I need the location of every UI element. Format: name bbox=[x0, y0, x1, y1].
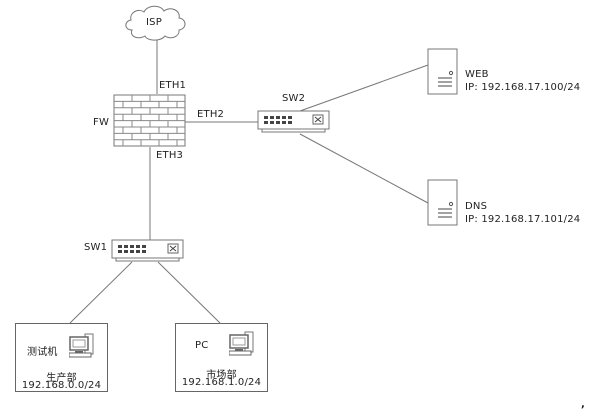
computer-icon bbox=[69, 333, 94, 358]
link-sw2-web bbox=[299, 64, 429, 112]
web-ip: IP: 192.168.17.100/24 bbox=[465, 82, 581, 93]
link-sw1-testpc bbox=[69, 261, 133, 324]
isp-label: ISP bbox=[146, 17, 162, 28]
fw-eth1-label: ETH1 bbox=[159, 80, 187, 91]
pc-dept: 市场部 bbox=[206, 370, 237, 381]
sw2-label: SW2 bbox=[282, 93, 306, 104]
computer-icon bbox=[229, 331, 254, 356]
switch-icon bbox=[111, 239, 184, 262]
fw-eth3-label: ETH3 bbox=[156, 150, 184, 161]
fw-label: FW bbox=[93, 117, 110, 128]
sw1-label: SW1 bbox=[84, 242, 108, 253]
test-pc-subnet: 192.168.0.0/24 bbox=[21, 380, 102, 391]
test-pc-node bbox=[15, 323, 108, 392]
dns-label: DNS bbox=[465, 201, 488, 212]
pc-label: PC bbox=[195, 340, 209, 351]
pc-subnet: 192.168.1.0/24 bbox=[181, 377, 262, 388]
cloud-icon bbox=[125, 5, 186, 41]
test-pc-label: 测试机 bbox=[27, 347, 58, 358]
test-pc-dept: 生产部 bbox=[46, 373, 77, 384]
server-icon bbox=[427, 179, 458, 226]
link-sw1-pc bbox=[157, 261, 221, 324]
web-label: WEB bbox=[465, 69, 489, 80]
firewall-brick-icon bbox=[113, 94, 186, 147]
link-sw2-dns bbox=[299, 133, 429, 204]
fw-eth2-label: ETH2 bbox=[197, 109, 225, 120]
pc-node bbox=[175, 323, 268, 392]
dns-ip: IP: 192.168.17.101/24 bbox=[465, 214, 581, 225]
server-icon bbox=[427, 48, 458, 95]
switch-icon bbox=[257, 110, 330, 133]
trailing-comma: , bbox=[581, 399, 585, 410]
